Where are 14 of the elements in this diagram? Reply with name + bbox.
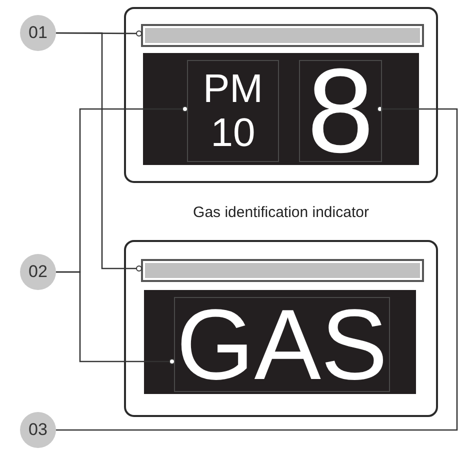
leader-line: [56, 106, 458, 431]
indicator-bar: [141, 259, 424, 282]
caption: Gas identification indicator: [192, 203, 370, 223]
leader-line: [56, 271, 175, 364]
callout-number: 03: [20, 412, 56, 448]
display-segment: PM 10: [187, 60, 279, 162]
callout-number: 02: [20, 254, 56, 290]
display-segment: 8: [299, 60, 382, 162]
leader-line: [56, 32, 142, 272]
indicator-bar: [141, 24, 424, 47]
display-panel: [124, 7, 438, 183]
display-segment: GAS: [174, 297, 390, 392]
callout-number: 01: [20, 15, 56, 51]
display-panel: [124, 240, 438, 417]
